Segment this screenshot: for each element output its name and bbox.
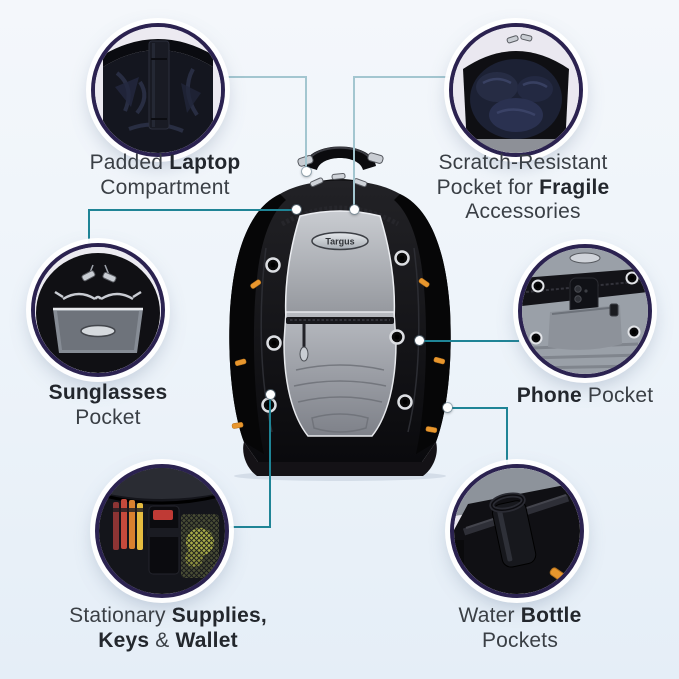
- label-segment: Padded: [89, 151, 170, 174]
- connector-scratch-line-v: [353, 76, 355, 208]
- connector-water-line-h: [452, 407, 508, 409]
- label-segment: Compartment: [100, 175, 230, 199]
- label-segment: Water: [458, 604, 521, 627]
- callout-label-scratch-pocket: Scratch-Resistant Pocket for Fragile Acc…: [405, 151, 641, 225]
- connector-laptop-line-v: [305, 76, 307, 170]
- connector-laptop-dot: [302, 167, 311, 176]
- connector-stationery-dot: [266, 390, 275, 399]
- top-zipper: [280, 205, 400, 227]
- zipper-pulls: [309, 172, 368, 188]
- mesh-pocket: [181, 514, 219, 578]
- svg-text:Targus: Targus: [325, 237, 354, 247]
- label-segment: Pocket for: [436, 175, 540, 199]
- front-upper-panel: [284, 210, 396, 321]
- connector-phone-line-h: [424, 340, 519, 342]
- label-segment: Supplies,: [171, 604, 267, 627]
- callout-label-phone: Phone Pocket: [467, 384, 679, 409]
- backpack-product-image: Targus: [220, 130, 460, 482]
- label-segment: Phone: [516, 384, 582, 407]
- laptop-compartment-photo: [91, 23, 225, 157]
- connector-phone-dot: [415, 336, 424, 345]
- pouch: [148, 505, 180, 575]
- phone-pocket-photo: [518, 244, 652, 378]
- label-segment: Sunglasses: [48, 381, 168, 404]
- label-segment: Fragile: [539, 175, 610, 199]
- front-lower-pocket: [283, 311, 397, 437]
- callout-label-stationery: Stationary Supplies, Keys & Wallet: [48, 604, 288, 653]
- connector-stationery-line-v: [269, 399, 271, 528]
- connector-scratch-line-h: [354, 76, 449, 78]
- connector-water-dot: [443, 403, 452, 412]
- water-bottle-pocket-photo: [450, 464, 584, 598]
- label-segment: Keys: [98, 628, 150, 652]
- label-segment: Accessories: [465, 200, 581, 223]
- label-segment: Laptop: [169, 151, 241, 174]
- connector-stationery-line-h: [228, 526, 271, 528]
- connector-laptop-line-h: [222, 76, 307, 78]
- connector-sunglasses-line-h: [88, 209, 294, 211]
- backpack-handle: [297, 146, 384, 170]
- orange-accents: [231, 278, 446, 433]
- connector-water-line-v: [506, 407, 508, 469]
- stationery-organizer-photo: [95, 464, 229, 598]
- sunglasses: [54, 290, 142, 301]
- connector-sunglasses-dot: [292, 205, 301, 214]
- fragile-pocket-photo: [449, 23, 583, 157]
- targus-logo: Targus: [311, 231, 369, 251]
- bottle: [489, 492, 537, 568]
- label-segment: Pocket: [75, 405, 141, 429]
- callout-label-sunglasses: Sunglasses Pocket: [0, 381, 216, 430]
- label-segment: Stationary: [69, 604, 172, 627]
- sunglasses-pocket-photo: [31, 243, 165, 377]
- callout-label-water-bottle: Water Bottle Pockets: [402, 604, 638, 653]
- backpack-base: [243, 442, 437, 476]
- label-segment: &: [149, 628, 176, 652]
- connector-scratch-dot: [350, 205, 359, 214]
- callout-label-laptop: Padded Laptop Compartment: [45, 151, 285, 200]
- label-segment: Bottle: [520, 604, 582, 627]
- backpack-illustration: Targus: [229, 146, 451, 481]
- connector-sunglasses-line-v: [88, 210, 90, 249]
- pencils: [113, 499, 143, 550]
- label-segment: Pocket: [581, 384, 654, 407]
- label-segment: Pockets: [481, 628, 559, 652]
- label-segment: Wallet: [175, 628, 238, 652]
- pocket-seams: [293, 364, 387, 433]
- eyelets: [529, 271, 641, 345]
- label-segment: Scratch-Resistant: [438, 151, 608, 174]
